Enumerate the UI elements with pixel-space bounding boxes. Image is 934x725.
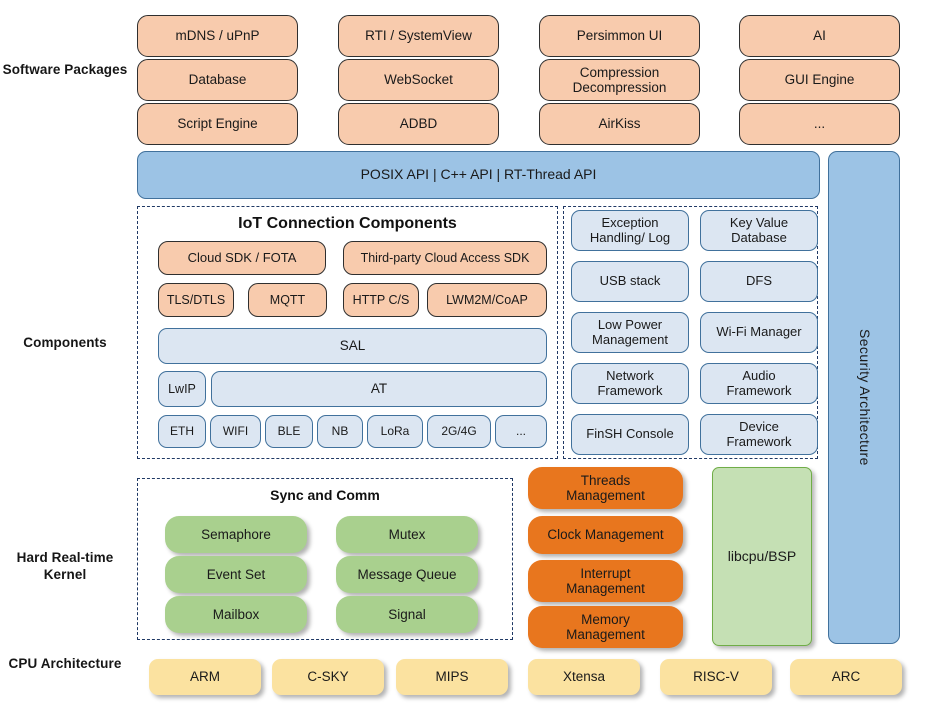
security-architecture-bar[interactable]: Security Architecture: [828, 151, 900, 644]
cpu-arch-box[interactable]: Xtensa: [528, 659, 640, 695]
kernel-sync-box[interactable]: Signal: [336, 596, 478, 633]
row-label-cpu: CPU Architecture: [8, 656, 122, 671]
iot-sal-box[interactable]: SAL: [158, 328, 547, 364]
api-layer-bar[interactable]: POSIX API | C++ API | RT-Thread API: [137, 151, 820, 199]
sync-and-comm-group: Sync and Comm: [137, 478, 513, 640]
iot-link-box[interactable]: 2G/4G: [427, 415, 491, 448]
libcpu-bsp-box[interactable]: libcpu/BSP: [712, 467, 812, 646]
kernel-management-box[interactable]: Interrupt Management: [528, 560, 683, 602]
iot-box[interactable]: Third-party Cloud Access SDK: [343, 241, 547, 275]
row-label-kernel: Hard Real-time Kernel: [16, 550, 114, 582]
package-box[interactable]: Compression Decompression: [539, 59, 700, 101]
iot-box[interactable]: HTTP C/S: [343, 283, 419, 317]
component-box[interactable]: Exception Handling/ Log: [571, 210, 689, 251]
package-box[interactable]: WebSocket: [338, 59, 499, 101]
sync-group-title: Sync and Comm: [270, 487, 380, 503]
cpu-arch-box[interactable]: RISC-V: [660, 659, 772, 695]
package-box[interactable]: Script Engine: [137, 103, 298, 145]
iot-lwip-box[interactable]: LwIP: [158, 371, 206, 407]
cpu-arch-box[interactable]: MIPS: [396, 659, 508, 695]
kernel-management-box[interactable]: Memory Management: [528, 606, 683, 648]
package-box[interactable]: Persimmon UI: [539, 15, 700, 57]
kernel-management-box[interactable]: Threads Management: [528, 467, 683, 509]
package-box[interactable]: AirKiss: [539, 103, 700, 145]
package-box[interactable]: Database: [137, 59, 298, 101]
row-label-software-packages: Software Packages: [2, 62, 128, 77]
iot-box[interactable]: Cloud SDK / FOTA: [158, 241, 326, 275]
component-box[interactable]: FinSH Console: [571, 414, 689, 455]
package-box[interactable]: ADBD: [338, 103, 499, 145]
iot-link-box[interactable]: NB: [317, 415, 363, 448]
cpu-arch-box[interactable]: ARC: [790, 659, 902, 695]
component-box[interactable]: DFS: [700, 261, 818, 302]
iot-link-box[interactable]: WIFI: [210, 415, 261, 448]
package-box[interactable]: mDNS / uPnP: [137, 15, 298, 57]
iot-link-box[interactable]: ETH: [158, 415, 206, 448]
row-label-components: Components: [23, 335, 107, 350]
package-box[interactable]: GUI Engine: [739, 59, 900, 101]
iot-box[interactable]: MQTT: [248, 283, 327, 317]
iot-at-box[interactable]: AT: [211, 371, 547, 407]
kernel-sync-box[interactable]: Mutex: [336, 516, 478, 553]
component-box[interactable]: Device Framework: [700, 414, 818, 455]
iot-group-title: IoT Connection Components: [238, 215, 457, 232]
component-box[interactable]: Low Power Management: [571, 312, 689, 353]
kernel-sync-box[interactable]: Mailbox: [165, 596, 307, 633]
package-box[interactable]: AI: [739, 15, 900, 57]
iot-box[interactable]: TLS/DTLS: [158, 283, 234, 317]
iot-link-box[interactable]: BLE: [265, 415, 313, 448]
kernel-management-box[interactable]: Clock Management: [528, 516, 683, 554]
iot-link-box[interactable]: ...: [495, 415, 547, 448]
iot-box[interactable]: LWM2M/CoAP: [427, 283, 547, 317]
iot-connection-components-group: IoT Connection Components: [137, 206, 558, 459]
package-box[interactable]: RTI / SystemView: [338, 15, 499, 57]
kernel-sync-box[interactable]: Message Queue: [336, 556, 478, 593]
security-architecture-label: Security Architecture: [856, 329, 873, 466]
component-box[interactable]: USB stack: [571, 261, 689, 302]
component-box[interactable]: Audio Framework: [700, 363, 818, 404]
cpu-arch-box[interactable]: C-SKY: [272, 659, 384, 695]
component-box[interactable]: Wi-Fi Manager: [700, 312, 818, 353]
component-box[interactable]: Network Framework: [571, 363, 689, 404]
package-box[interactable]: ...: [739, 103, 900, 145]
kernel-sync-box[interactable]: Event Set: [165, 556, 307, 593]
component-box[interactable]: Key Value Database: [700, 210, 818, 251]
cpu-arch-box[interactable]: ARM: [149, 659, 261, 695]
iot-link-box[interactable]: LoRa: [367, 415, 423, 448]
kernel-sync-box[interactable]: Semaphore: [165, 516, 307, 553]
